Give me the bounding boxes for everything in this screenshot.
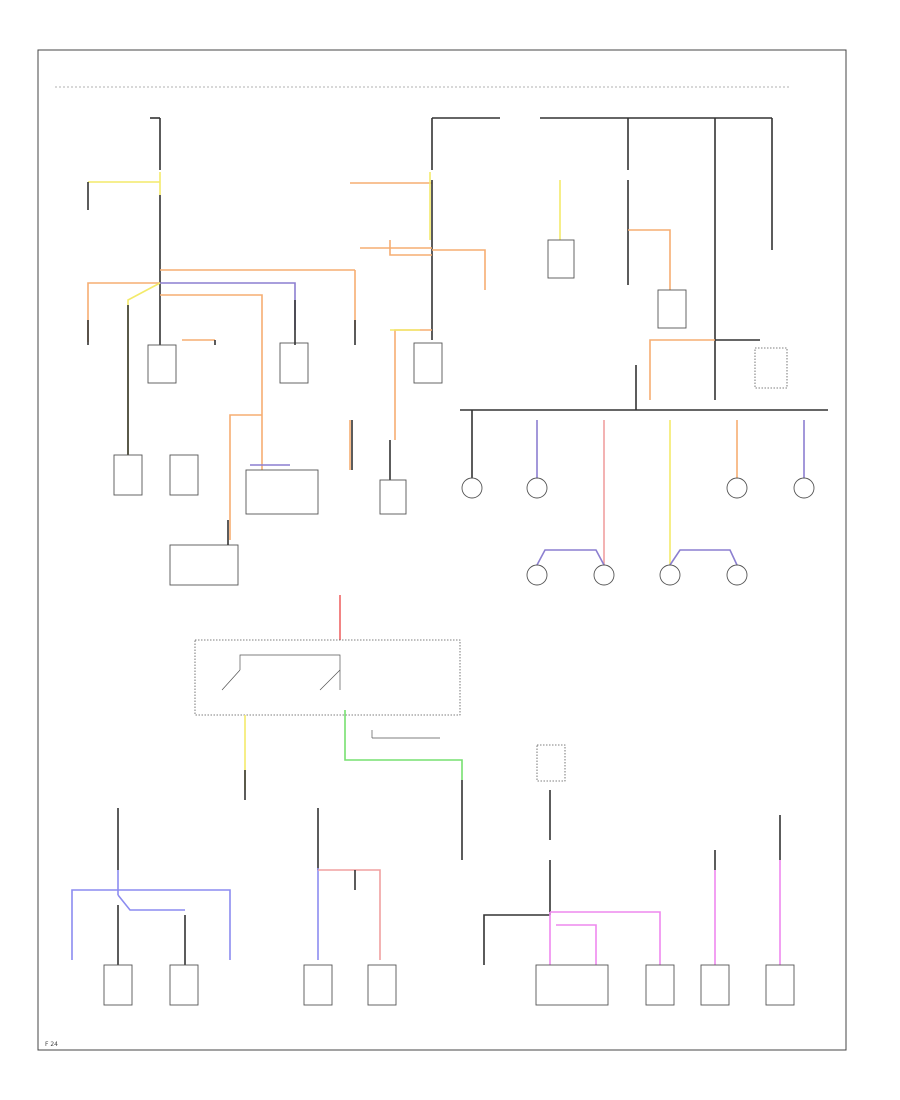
- center-lower-module: [245, 469, 319, 515]
- bottom-module-5: [535, 964, 609, 1006]
- bottom-left-blue-circuit: [71, 808, 231, 1006]
- left-power-feed: [87, 117, 407, 586]
- left-relay-b: [169, 454, 199, 496]
- lamp-2: [526, 477, 548, 499]
- bottom-module-7: [700, 964, 730, 1006]
- right-module-dashed: [754, 347, 788, 389]
- lamp-7: [659, 564, 681, 586]
- switch-dashed-box: [194, 639, 461, 716]
- bottom-center-circuit: [303, 808, 397, 1006]
- bottom-module-2: [169, 964, 199, 1006]
- lamp-8: [726, 564, 748, 586]
- bottom-module-1: [103, 964, 133, 1006]
- lamp-4: [793, 477, 815, 499]
- lamp-5: [526, 564, 548, 586]
- diagram-frame: [37, 49, 847, 1051]
- bottom-module-3: [303, 964, 333, 1006]
- left-lower-lamp-box: [147, 344, 177, 384]
- right-power-bus: [460, 117, 828, 411]
- bottom-module-8: [765, 964, 795, 1006]
- right-upper-relay-a: [547, 239, 575, 279]
- lamp-row-1: [461, 410, 815, 570]
- lamp-row-2: [526, 549, 748, 586]
- bottom-module-6: [645, 964, 675, 1006]
- lamp-6: [593, 564, 615, 586]
- right-relay-dashed: [536, 744, 566, 782]
- right-upper-relay-b: [657, 289, 687, 329]
- center-power-feed: [350, 117, 500, 440]
- bottom-module-4: [367, 964, 397, 1006]
- center-relay: [413, 342, 443, 384]
- bottom-left-module: [169, 544, 239, 586]
- center-small-box: [379, 479, 407, 515]
- lamp-3: [726, 477, 748, 499]
- left-door-module: [279, 342, 309, 384]
- lamp-1: [461, 477, 483, 499]
- footer-code: F 24: [45, 1041, 58, 1048]
- headlamp-switch-section: [194, 595, 566, 860]
- left-relay-a: [113, 454, 143, 496]
- bottom-right-magenta-circuit: [483, 790, 795, 1006]
